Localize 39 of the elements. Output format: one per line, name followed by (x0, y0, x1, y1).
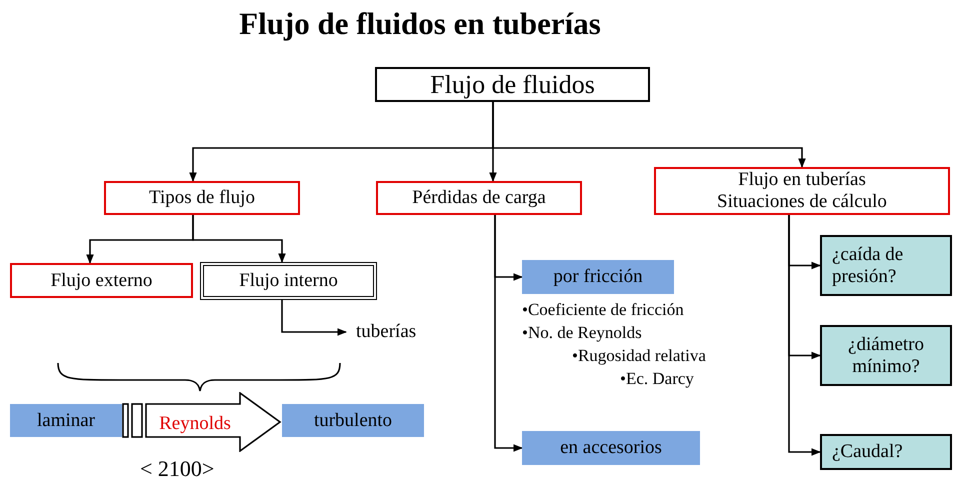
box-label: en accesorios (560, 437, 662, 459)
box-label: Flujo interno (239, 270, 338, 292)
box-label: ¿caída de presión? (832, 244, 904, 288)
text-label: tuberías (346, 318, 442, 346)
category-box (522, 431, 700, 465)
connector-arrow (281, 300, 347, 336)
question-box (820, 325, 952, 386)
box-label: laminar (36, 410, 96, 432)
connector-arrow (192, 215, 286, 263)
category-box (522, 260, 674, 294)
process-box (10, 263, 193, 298)
box-label: turbulento (314, 410, 392, 432)
process-box (200, 262, 377, 300)
box-label: ¿diámetro mínimo? (847, 334, 925, 378)
box-label: Flujo en tuberías Situaciones de cálculo (716, 169, 888, 213)
connector-arrow (788, 215, 821, 456)
bullet-item: •Rugosidad relativa (572, 346, 706, 366)
process-box (375, 67, 650, 102)
connector-arrow (492, 102, 806, 168)
bullet-item: •Coeficiente de fricción (522, 300, 684, 320)
bullet-item: •Ec. Darcy (620, 369, 694, 389)
box-label: Tipos de flujo (149, 187, 255, 209)
category-box (282, 404, 424, 437)
category-box (10, 404, 122, 437)
bullet-item: •No. de Reynolds (522, 323, 642, 343)
box-label: ¿Caudal? (832, 441, 903, 463)
box-label: Flujo de fluidos (430, 70, 595, 100)
box-label: Pérdidas de carga (412, 187, 546, 209)
process-box (376, 181, 582, 215)
question-box (820, 434, 952, 470)
box-label: por fricción (553, 266, 643, 288)
process-box (654, 167, 950, 215)
box-label: Flujo externo (50, 270, 152, 292)
process-box (104, 181, 300, 215)
diagram-title: Flujo de fluidos en tuberías (238, 6, 602, 42)
threshold-value: < 2100> (140, 456, 214, 482)
box-label: Reynolds (159, 413, 231, 435)
question-box (820, 235, 952, 296)
connector-arrow (494, 215, 523, 452)
